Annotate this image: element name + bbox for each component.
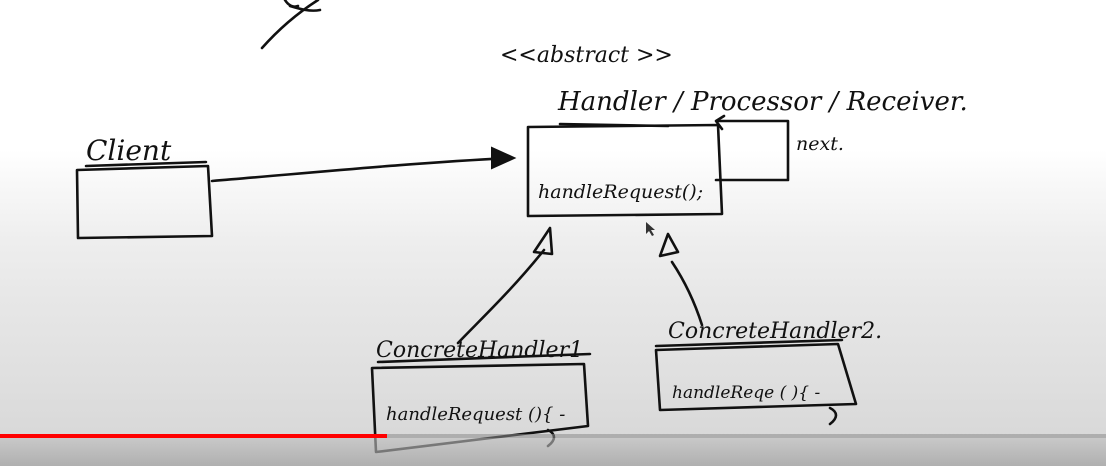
base-class-title: Handler / Processor / Receiver. (557, 87, 968, 117)
inheritance-triangle-1 (532, 226, 554, 256)
concrete-handler-2-title: ConcreteHandler2. (668, 319, 882, 344)
association-arrowhead (491, 146, 517, 170)
video-progress-bar[interactable] (0, 434, 1106, 438)
client-title: Client (86, 134, 172, 167)
base-class-method: handleRequest(); (538, 181, 703, 203)
self-link-loop (714, 119, 790, 182)
video-progress-played (0, 434, 388, 438)
self-link-label: next. (796, 133, 844, 155)
concrete-handler-2-method: handleReqe ( ){ - (672, 383, 821, 403)
self-link-arrowhead (714, 114, 726, 131)
mouse-pointer-icon (646, 222, 655, 236)
concrete-handler-1-underline (376, 352, 592, 364)
concrete-handler-1-box (370, 362, 590, 454)
concrete-handler-2-underline (654, 338, 844, 348)
inheritance-triangle-2 (658, 232, 680, 258)
concrete-handler-1-method: handleRequest (){ - (386, 404, 565, 425)
inheritance-line-1 (456, 248, 546, 345)
inheritance-line-2 (670, 260, 704, 327)
concrete-handler-2-brace (828, 406, 838, 426)
client-box (75, 164, 214, 240)
client-underline (84, 160, 208, 168)
association-line (210, 156, 512, 183)
scribble-mark (260, 0, 322, 50)
stereotype-label: <<abstract >> (500, 43, 673, 68)
base-class-box (526, 123, 724, 218)
concrete-handler-2-box (654, 342, 858, 412)
player-controls-shade (0, 438, 1106, 466)
